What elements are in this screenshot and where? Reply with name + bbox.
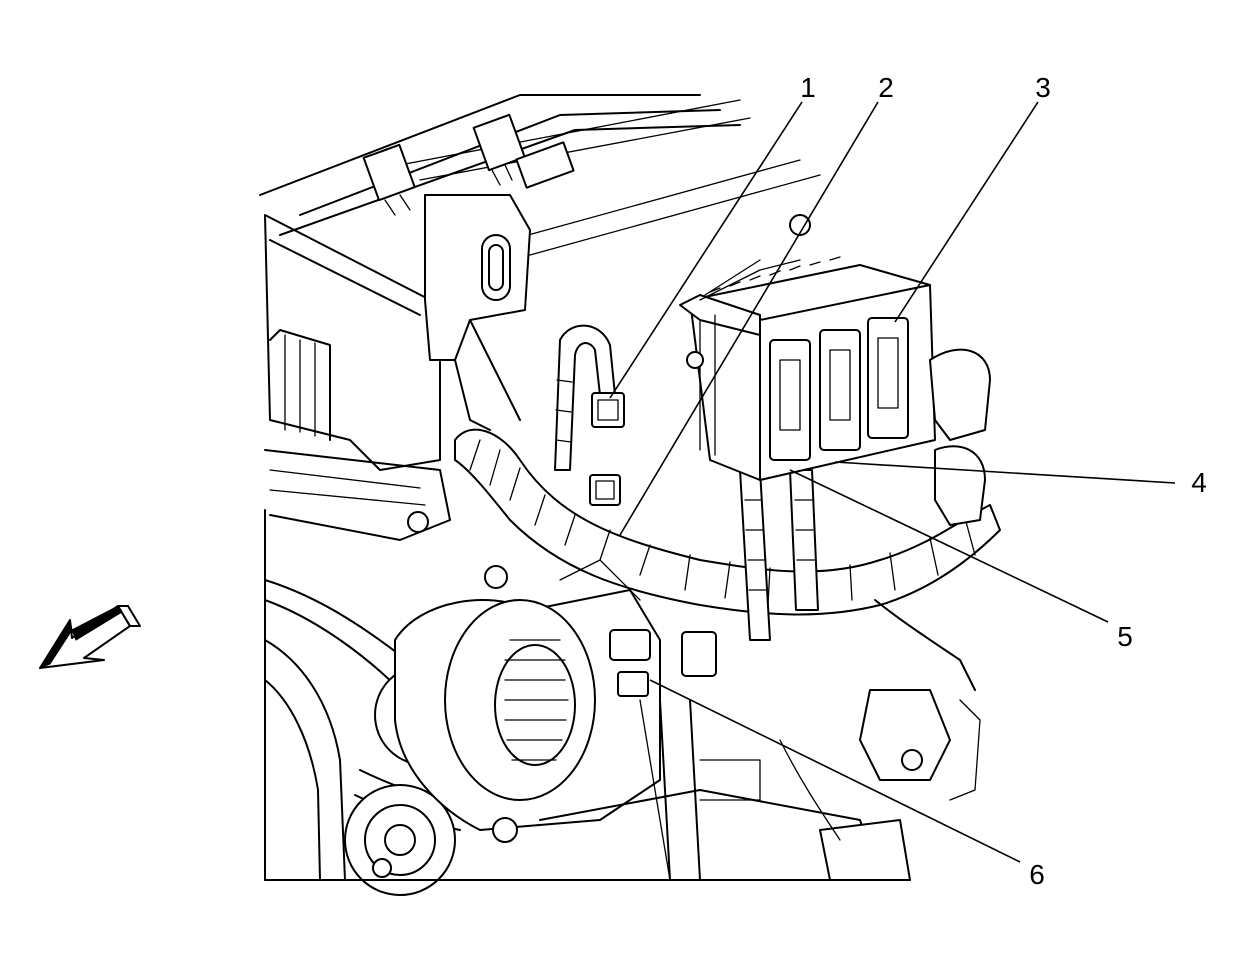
generator xyxy=(394,559,717,843)
callout-5: 5 xyxy=(1117,621,1133,652)
leader-5 xyxy=(789,469,1109,623)
callout-leaders xyxy=(609,101,1176,863)
callout-labels: 1 2 3 4 5 6 xyxy=(800,72,1207,890)
callout-4: 4 xyxy=(1191,467,1207,498)
intake-manifold xyxy=(264,214,451,541)
fasteners xyxy=(372,214,811,878)
callout-1: 1 xyxy=(800,72,816,103)
fuel-rail xyxy=(259,94,821,256)
callout-6: 6 xyxy=(1029,859,1045,890)
engine-block-lower xyxy=(264,509,911,881)
leader-3 xyxy=(894,101,1039,323)
harness-connectors xyxy=(589,392,625,506)
control-module xyxy=(679,256,936,481)
engine-illustration xyxy=(259,94,1001,896)
callout-2: 2 xyxy=(878,72,894,103)
leader-1 xyxy=(609,101,803,399)
leader-4 xyxy=(834,461,1176,484)
callout-3: 3 xyxy=(1035,72,1051,103)
front-direction-arrow-icon xyxy=(38,605,141,670)
coolant-hoses xyxy=(859,348,991,801)
leader-2 xyxy=(619,101,879,536)
engine-bracket xyxy=(424,194,531,431)
leader-6 xyxy=(649,679,1021,863)
